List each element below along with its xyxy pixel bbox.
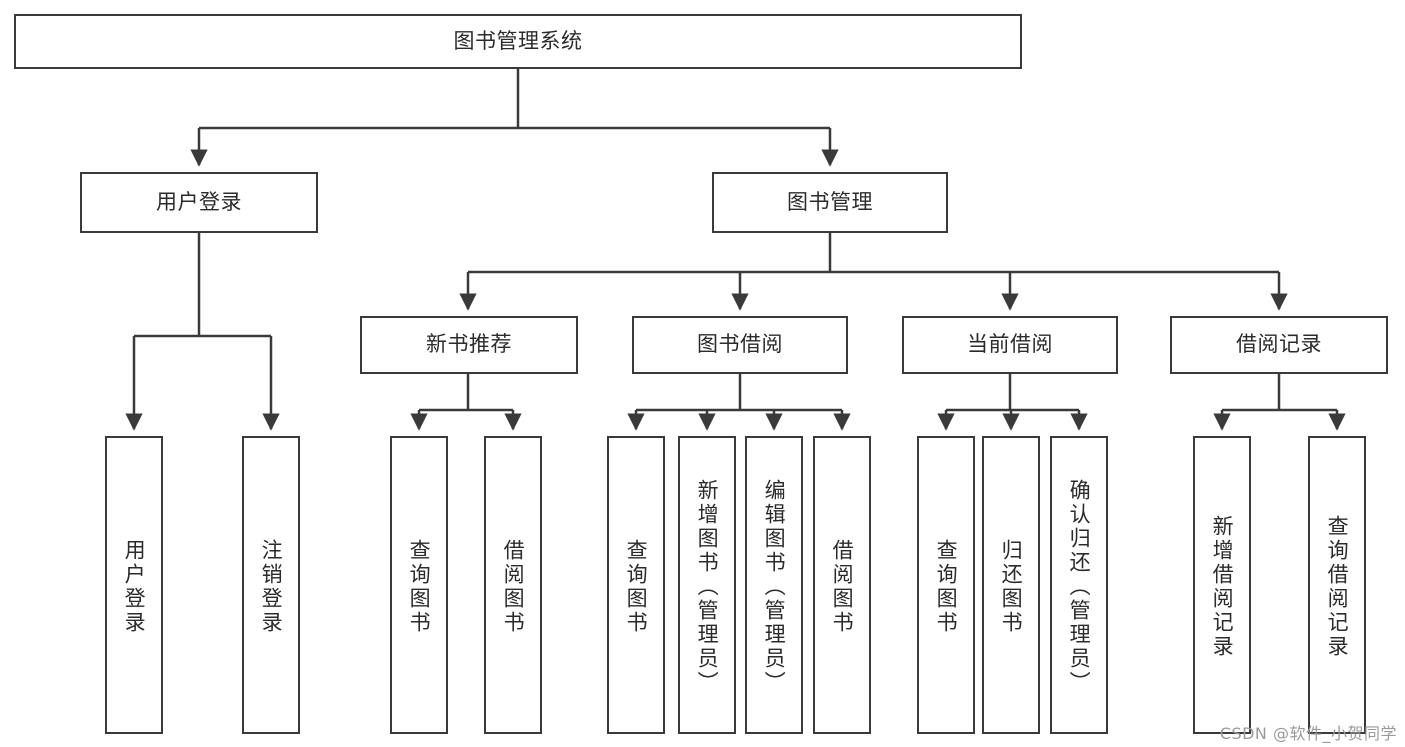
node-label: 借阅图书 bbox=[830, 539, 855, 635]
node-label: 新增借阅记录 bbox=[1210, 515, 1235, 659]
node-new-book-recommend[interactable]: 新书推荐 bbox=[360, 316, 578, 374]
node-label: 用户登录 bbox=[156, 189, 242, 214]
node-label: 图书借阅 bbox=[697, 332, 783, 357]
node-label: 归还图书 bbox=[999, 539, 1024, 635]
node-label: 当前借阅 bbox=[967, 332, 1053, 357]
node-leaf-borrow-book-2[interactable]: 借阅图书 bbox=[813, 436, 871, 734]
node-leaf-edit-book[interactable]: 编辑图书（管理员） bbox=[745, 436, 803, 734]
node-label: 查询图书 bbox=[934, 539, 959, 635]
node-current-borrow[interactable]: 当前借阅 bbox=[902, 316, 1118, 374]
node-leaf-add-record[interactable]: 新增借阅记录 bbox=[1193, 436, 1251, 734]
node-label: 查询借阅记录 bbox=[1325, 515, 1350, 659]
node-borrow-record[interactable]: 借阅记录 bbox=[1170, 316, 1388, 374]
node-leaf-query-book-1[interactable]: 查询图书 bbox=[390, 436, 448, 734]
node-label: 借阅图书 bbox=[501, 539, 526, 635]
node-leaf-return-book[interactable]: 归还图书 bbox=[982, 436, 1040, 734]
node-book-borrow[interactable]: 图书借阅 bbox=[632, 316, 848, 374]
node-user-login[interactable]: 用户登录 bbox=[80, 172, 318, 233]
node-label: 图书管理 bbox=[787, 189, 873, 214]
node-leaf-borrow-book-1[interactable]: 借阅图书 bbox=[484, 436, 542, 734]
node-leaf-query-book-3[interactable]: 查询图书 bbox=[917, 436, 975, 734]
node-label: 新增图书（管理员） bbox=[695, 479, 720, 695]
node-leaf-add-book[interactable]: 新增图书（管理员） bbox=[678, 436, 736, 734]
node-label: 注销登录 bbox=[259, 539, 284, 635]
node-leaf-user-login[interactable]: 用户登录 bbox=[105, 436, 163, 734]
node-leaf-confirm-return[interactable]: 确认归还（管理员） bbox=[1050, 436, 1108, 734]
node-label: 查询图书 bbox=[407, 539, 432, 635]
node-label: 借阅记录 bbox=[1236, 332, 1322, 357]
node-label: 用户登录 bbox=[122, 539, 147, 635]
node-leaf-query-book-2[interactable]: 查询图书 bbox=[607, 436, 665, 734]
node-label: 查询图书 bbox=[624, 539, 649, 635]
node-label: 图书管理系统 bbox=[453, 28, 583, 53]
node-book-management[interactable]: 图书管理 bbox=[712, 172, 948, 233]
node-leaf-query-record[interactable]: 查询借阅记录 bbox=[1308, 436, 1366, 734]
node-label: 编辑图书（管理员） bbox=[762, 479, 787, 695]
node-book-management-system[interactable]: 图书管理系统 bbox=[14, 14, 1022, 69]
node-label: 确认归还（管理员） bbox=[1067, 479, 1092, 695]
node-label: 新书推荐 bbox=[426, 332, 512, 357]
node-leaf-logout[interactable]: 注销登录 bbox=[242, 436, 300, 734]
